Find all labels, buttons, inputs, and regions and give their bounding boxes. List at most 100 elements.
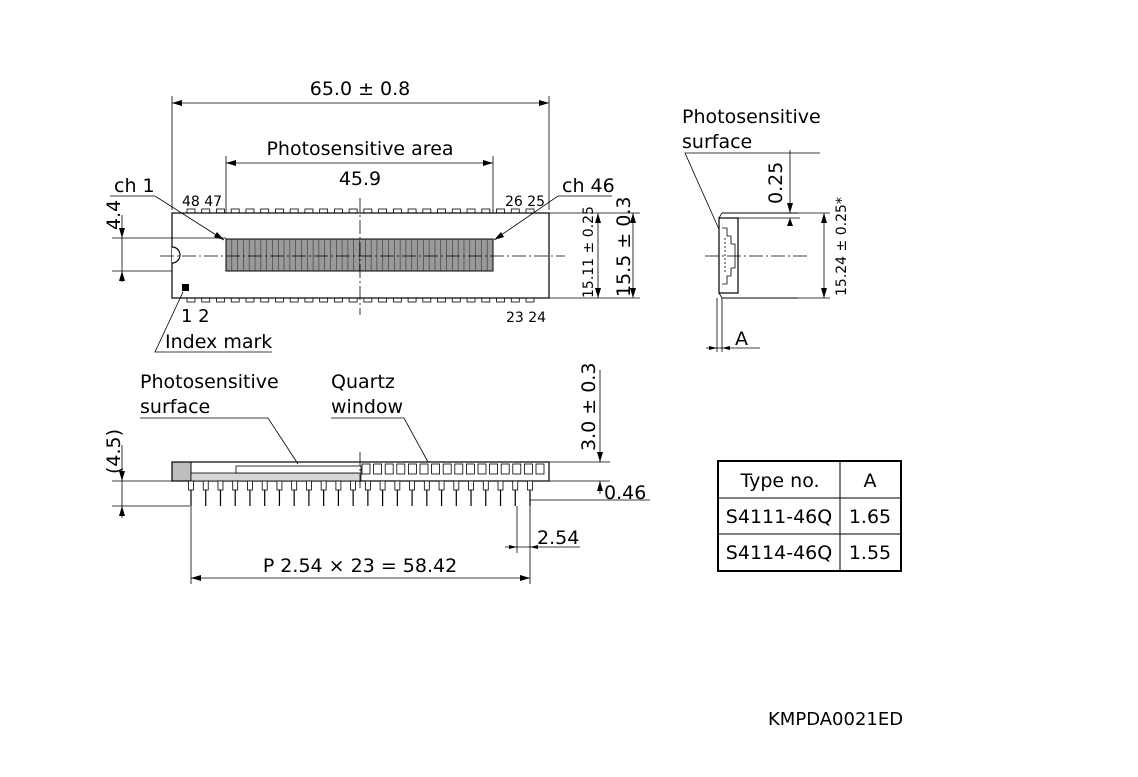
top-pin bbox=[333, 208, 343, 214]
bottom-pin bbox=[496, 297, 505, 303]
bottom-pin bbox=[510, 297, 520, 303]
front-pin-row bbox=[188, 480, 533, 506]
top-pin bbox=[304, 208, 314, 214]
top-pin bbox=[363, 208, 373, 214]
front-pin-shoulder bbox=[409, 480, 415, 491]
top-pin bbox=[230, 208, 240, 214]
bottom-pin bbox=[260, 297, 270, 303]
top-pin bbox=[348, 208, 358, 214]
front-pin-shoulder bbox=[423, 480, 430, 491]
front-view: Photosensitive surface Quartz window 3.0… bbox=[103, 363, 650, 584]
bottom-pin bbox=[304, 297, 314, 303]
pin-numbers-bottom-left: 1 2 bbox=[181, 306, 210, 327]
bottom-pin bbox=[245, 297, 255, 303]
bottom-pin bbox=[481, 297, 491, 303]
bottom-pin bbox=[186, 297, 196, 303]
pin-numbers-bottom-right: 23 24 bbox=[506, 310, 546, 326]
top-pin bbox=[481, 208, 491, 214]
ch1-label: ch 1 bbox=[114, 175, 155, 197]
bottom-pin bbox=[437, 297, 446, 303]
drawing-code: KMPDA0021ED bbox=[768, 709, 903, 730]
window-cell bbox=[419, 463, 429, 475]
window-cell bbox=[465, 463, 475, 475]
bottom-pin bbox=[451, 297, 461, 303]
front-frame-left bbox=[171, 461, 192, 482]
side-surface-label-1: Photosensitive bbox=[682, 106, 821, 128]
bottom-pin bbox=[275, 297, 284, 303]
bottom-pin bbox=[378, 297, 388, 303]
top-pin bbox=[289, 208, 299, 214]
front-pin-shoulder bbox=[350, 480, 357, 491]
window-cell bbox=[477, 463, 487, 475]
window-label-2: window bbox=[331, 396, 403, 418]
front-pin-shoulder bbox=[276, 480, 283, 491]
pin-numbers-top-left: 48 47 bbox=[182, 194, 222, 210]
dim-4-4: 4.4 bbox=[103, 200, 125, 230]
top-pin-row bbox=[186, 208, 535, 214]
front-pin-shoulder bbox=[497, 480, 504, 491]
front-pin-shoulder bbox=[335, 480, 342, 491]
table-cell-a: 1.65 bbox=[849, 506, 891, 528]
overall-length-label: 65.0 ± 0.8 bbox=[310, 78, 411, 100]
photosensitive-area-length: 45.9 bbox=[339, 168, 381, 190]
table-cell-type: S4111-46Q bbox=[726, 506, 832, 528]
index-mark-label: Index mark bbox=[165, 331, 272, 353]
front-pin-shoulder bbox=[482, 480, 489, 491]
window-cell bbox=[396, 463, 406, 475]
top-pin bbox=[437, 208, 446, 214]
window-cell bbox=[489, 463, 499, 475]
photosensitive-area-label: Photosensitive area bbox=[266, 138, 453, 160]
front-pin-shoulder bbox=[306, 480, 312, 491]
window-cell bbox=[500, 463, 510, 475]
bottom-pin bbox=[466, 297, 476, 303]
bottom-pin bbox=[289, 297, 299, 303]
front-pin-shoulder bbox=[291, 480, 298, 491]
top-pin bbox=[407, 208, 417, 214]
bottom-pin-row bbox=[186, 297, 535, 303]
bottom-pin bbox=[216, 297, 225, 303]
front-chip bbox=[235, 465, 362, 474]
front-pin-shoulder bbox=[247, 480, 253, 491]
front-pin-shoulder bbox=[320, 480, 327, 491]
front-pin-shoulder bbox=[468, 480, 474, 491]
top-pin bbox=[275, 208, 284, 214]
window-cell bbox=[535, 463, 545, 475]
dim-15-5: 15.5 ± 0.3 bbox=[613, 196, 635, 297]
dim-15-24: 15.24 ± 0.25* bbox=[834, 197, 850, 296]
ch46-label: ch 46 bbox=[562, 175, 615, 197]
side-surface-label-2: surface bbox=[682, 131, 752, 153]
front-pin-shoulder bbox=[527, 480, 533, 491]
window-cell bbox=[373, 463, 383, 475]
bottom-pin bbox=[348, 297, 358, 303]
window-cell bbox=[384, 463, 394, 475]
window-label-1: Quartz bbox=[331, 371, 395, 393]
front-pin-shoulder bbox=[512, 480, 519, 491]
top-view: 65.0 ± 0.8 Photosensitive area 45.9 Inde… bbox=[103, 78, 640, 353]
dim-span: P 2.54 × 23 = 58.42 bbox=[263, 555, 457, 577]
dim-3-0: 3.0 ± 0.3 bbox=[578, 363, 600, 451]
bottom-pin bbox=[333, 297, 343, 303]
top-pin bbox=[451, 208, 461, 214]
top-pin bbox=[245, 208, 255, 214]
front-pin-shoulder bbox=[217, 480, 224, 491]
top-pin bbox=[319, 208, 329, 214]
front-surface-label-2: surface bbox=[140, 396, 210, 418]
front-pin-shoulder bbox=[438, 480, 445, 491]
front-pin-shoulder bbox=[188, 480, 194, 491]
table-cell-a: 1.55 bbox=[849, 542, 891, 564]
bottom-pin bbox=[319, 297, 329, 303]
dim-0-25: 0.25 bbox=[765, 162, 787, 204]
quartz-window bbox=[361, 463, 545, 475]
top-pin bbox=[260, 208, 270, 214]
bottom-pin bbox=[230, 297, 240, 303]
package-notch bbox=[171, 246, 181, 264]
front-surface-label-1: Photosensitive bbox=[140, 371, 279, 393]
table-header-a: A bbox=[864, 470, 877, 492]
index-mark-square bbox=[182, 284, 189, 291]
window-cell bbox=[512, 463, 522, 475]
bottom-pin bbox=[422, 297, 432, 303]
side-view: Photosensitive surface 0.25 15.24 ± 0.25… bbox=[682, 106, 850, 352]
window-cell bbox=[454, 463, 464, 475]
bottom-pin bbox=[201, 297, 211, 303]
front-pin-shoulder bbox=[232, 480, 239, 491]
